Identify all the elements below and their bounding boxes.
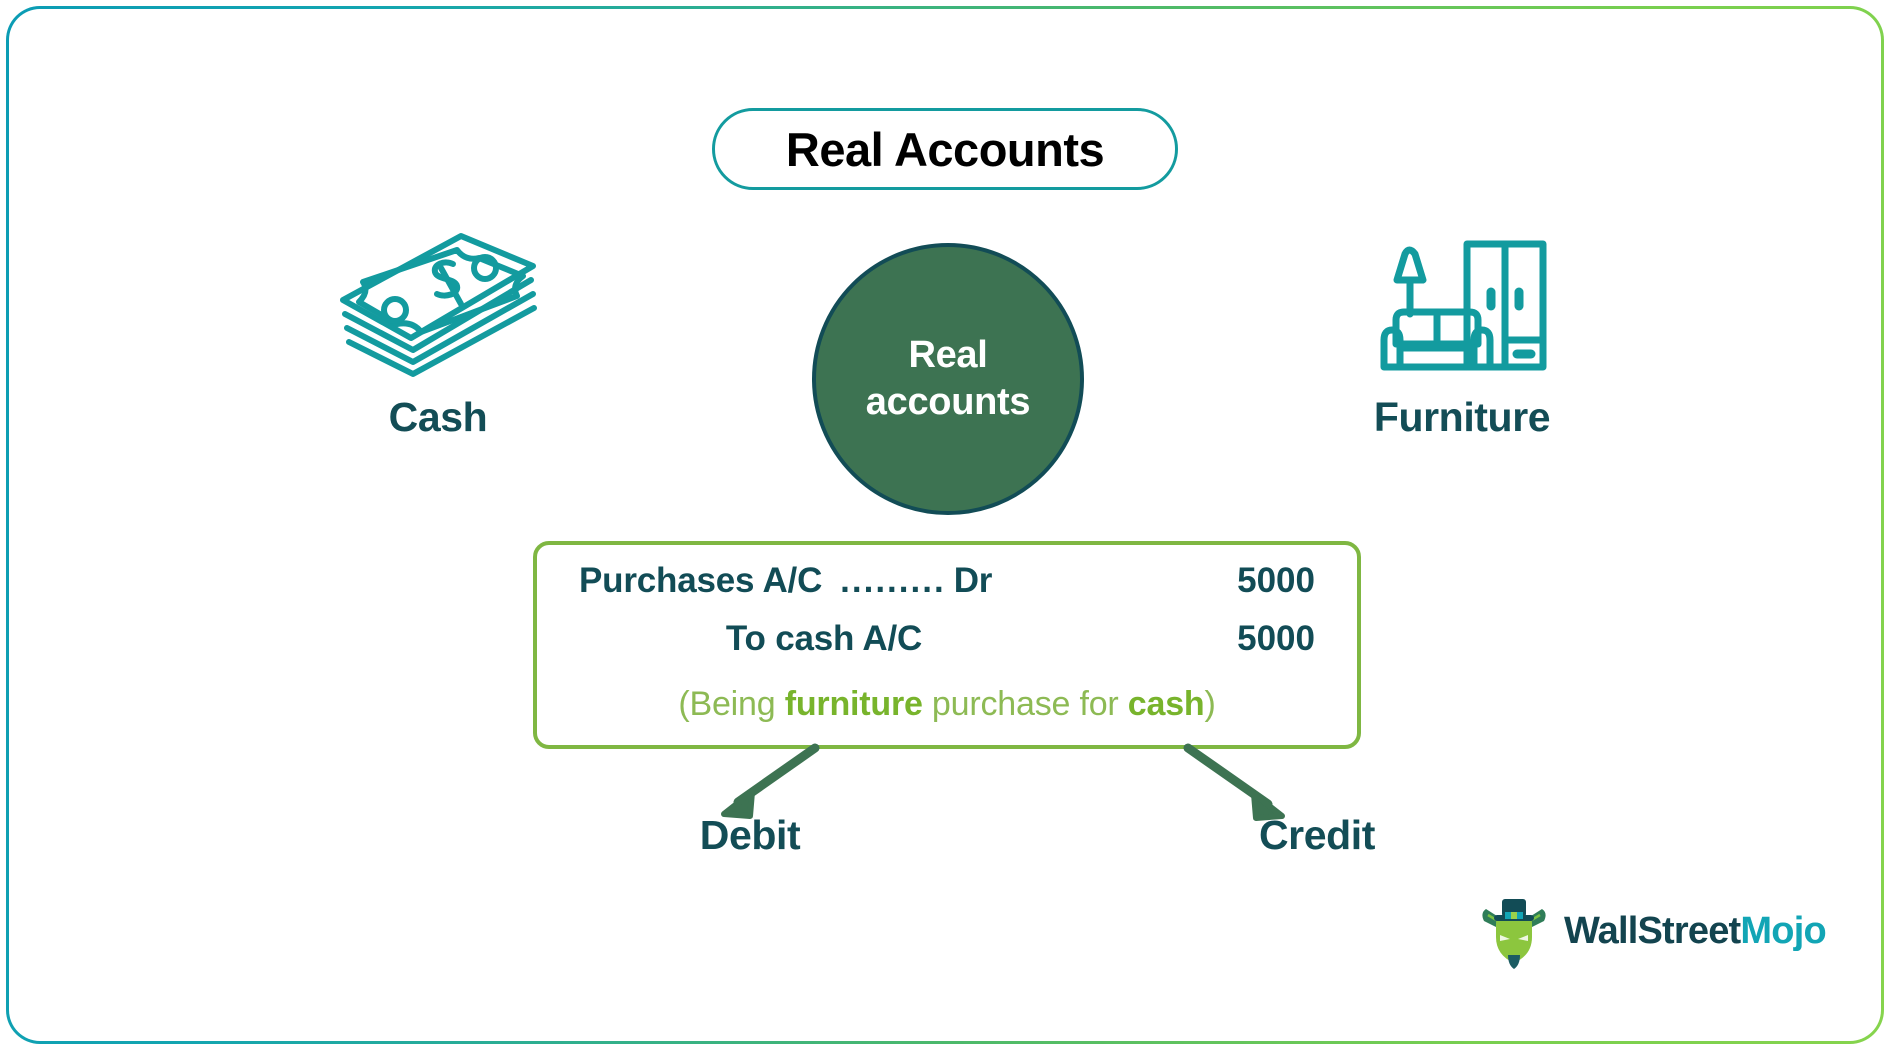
journal-row-debit: Purchases A/C.........Dr 5000: [579, 561, 1315, 619]
furniture-icon-wrap: [1367, 228, 1557, 378]
journal-debit-account: Purchases A/C.........Dr: [579, 561, 1165, 601]
cash-label: Cash: [388, 394, 488, 440]
narration-bold-furniture: furniture: [784, 685, 923, 723]
real-accounts-circle: Real accounts: [812, 243, 1084, 515]
arrows-group: [721, 743, 1285, 821]
journal-row-credit: To cash A/C 5000: [579, 619, 1315, 677]
furniture-item: Furniture: [1332, 228, 1592, 441]
journal-debit-amount: 5000: [1237, 561, 1315, 600]
furniture-label: Furniture: [1373, 394, 1551, 440]
journal-credit-amount: 5000: [1237, 619, 1315, 658]
logo-text-mojo: Mojo: [1740, 909, 1826, 952]
cash-icon-wrap: [333, 228, 543, 378]
credit-label: Credit: [1258, 812, 1376, 858]
narration-middle: purchase for: [922, 685, 1128, 723]
wallstreetmojo-logo: WallStreetMojo: [1478, 893, 1827, 969]
narration-close-paren: ): [1204, 685, 1216, 723]
debit-side-label: Dr: [953, 561, 993, 600]
journal-entry-box: Purchases A/C.........Dr 5000 To cash A/…: [533, 541, 1361, 749]
circle-line-1: Real: [908, 333, 988, 376]
debit-label: Debit: [699, 812, 801, 858]
narration-prefix: Being: [689, 685, 785, 723]
circle-line-2: accounts: [865, 381, 1031, 423]
cash-banknotes-icon: [340, 233, 537, 377]
debit-account-name: Purchases A/C: [579, 561, 823, 600]
cash-item: Cash: [308, 228, 568, 441]
journal-narration: (Being furniture purchase for cash): [579, 685, 1315, 724]
narration-open-paren: (: [678, 685, 690, 723]
furniture-sofa-wardrobe-icon: [1380, 240, 1547, 371]
page-title: Real Accounts: [785, 122, 1105, 176]
credit-arrow-head: [1251, 791, 1285, 821]
journal-credit-account: To cash A/C: [725, 619, 923, 658]
narration-bold-cash: cash: [1127, 685, 1205, 723]
title-pill: Real Accounts: [712, 108, 1178, 190]
logo-text-wallstreet: WallStreet: [1564, 909, 1741, 952]
logo-wordmark: WallStreetMojo: [1564, 909, 1827, 953]
leader-dots: .........: [840, 561, 946, 600]
debit-arrow-head: [721, 789, 755, 819]
bull-mascot-icon: [1482, 899, 1546, 969]
